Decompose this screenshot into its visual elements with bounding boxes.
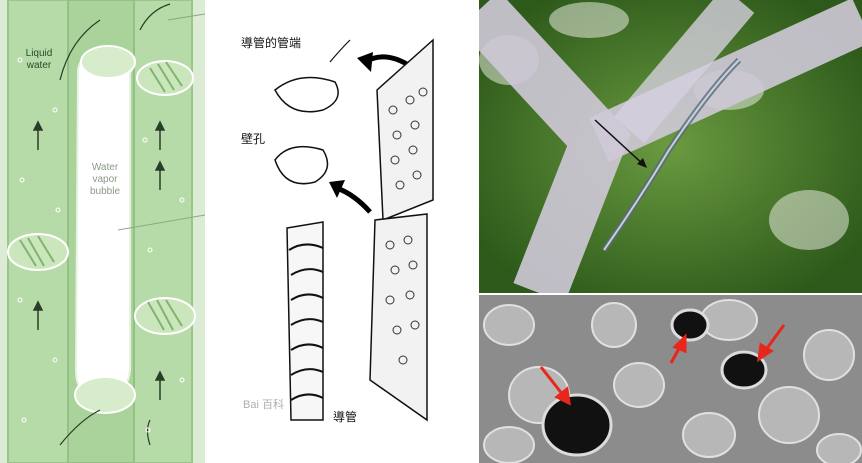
- leaf-vein-photo: [479, 0, 862, 293]
- leaf-vein-micrograph: [479, 0, 862, 293]
- vessel-end-label: 導管的管端: [241, 36, 301, 50]
- liquid-water-label: Liquid water: [14, 48, 64, 72]
- cross-section-photo: [479, 295, 862, 463]
- xylem-embolism-diagram: Liquid water Water vapor bubble: [0, 0, 205, 463]
- water-vapor-bubble-label: Water vapor bubble: [82, 162, 128, 198]
- vessel-sketch: [205, 0, 477, 463]
- baidu-watermark: Bai 百科: [243, 396, 284, 412]
- vessel-label: 導管: [333, 410, 357, 424]
- vessel-cross-section-micrograph: [479, 295, 862, 463]
- pit-label: 壁孔: [241, 132, 265, 146]
- vessel-element-illustration: 導管的管端 壁孔 導管 Bai 百科: [205, 0, 477, 463]
